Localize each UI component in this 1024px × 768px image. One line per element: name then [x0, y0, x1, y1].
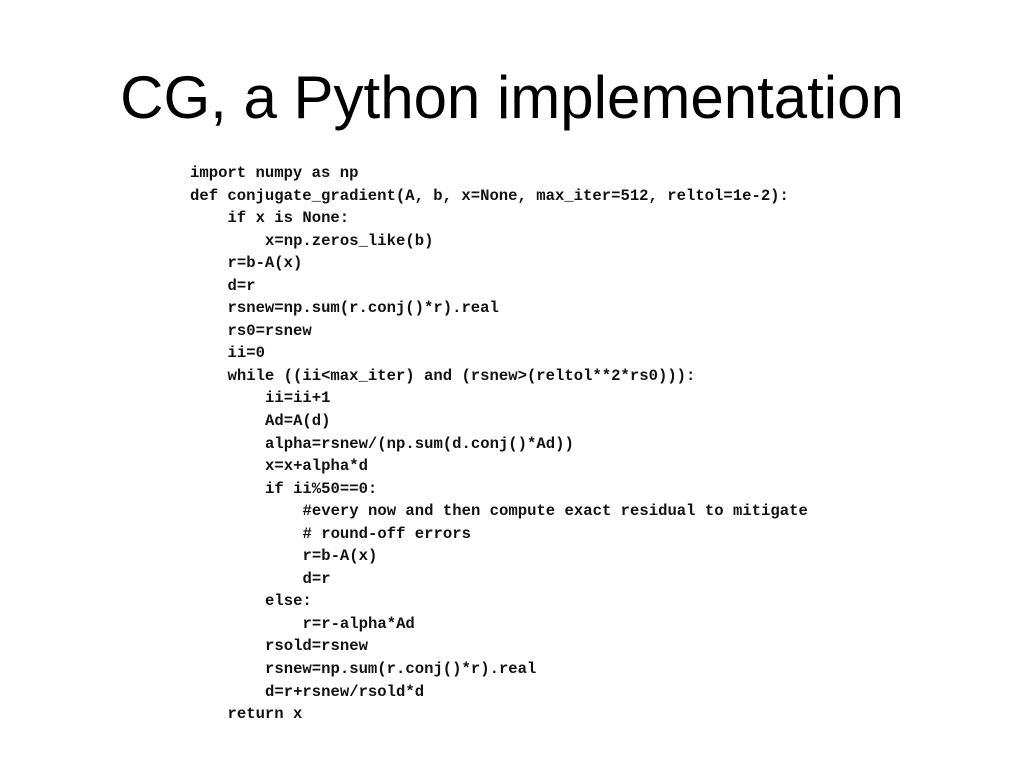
code-line: r=b-A(x): [227, 254, 303, 273]
code-line: def conjugate_gradient(A, b, x=None, max…: [190, 186, 789, 205]
code-line: #every now and then compute exact residu…: [302, 502, 808, 521]
code-line: else:: [265, 592, 312, 611]
code-line: alpha=rsnew/(np.sum(d.conj()*Ad)): [265, 434, 574, 453]
code-line: rsnew=np.sum(r.conj()*r).real: [227, 299, 499, 318]
code-line: r=r-alpha*Ad: [302, 614, 415, 633]
slide-title: CG, a Python implementation: [120, 64, 904, 131]
code-line: import numpy as np: [190, 164, 359, 182]
code-line: return x: [227, 705, 303, 724]
code-line: d=r: [227, 276, 256, 295]
code-line: ii=ii+1: [265, 389, 331, 408]
code-line: Ad=A(d): [265, 412, 331, 431]
code-line: r=b-A(x): [302, 547, 378, 566]
code-line: rsold=rsnew: [265, 637, 368, 656]
code-line: if ii%50==0:: [265, 479, 378, 498]
code-line: x=np.zeros_like(b): [265, 231, 434, 250]
code-block: import numpy as np def conjugate_gradient…: [190, 162, 808, 726]
code-line: d=r: [302, 569, 331, 588]
code-line: ii=0: [227, 344, 265, 363]
code-line: rsnew=np.sum(r.conj()*r).real: [265, 660, 537, 679]
code-line: rs0=rsnew: [227, 321, 312, 340]
code-line: d=r+rsnew/rsold*d: [265, 682, 425, 701]
code-line: x=x+alpha*d: [265, 457, 368, 476]
code-line: while ((ii<max_iter) and (rsnew>(reltol*…: [227, 366, 696, 385]
code-line: # round-off errors: [302, 524, 471, 543]
code-line: if x is None:: [227, 209, 350, 228]
